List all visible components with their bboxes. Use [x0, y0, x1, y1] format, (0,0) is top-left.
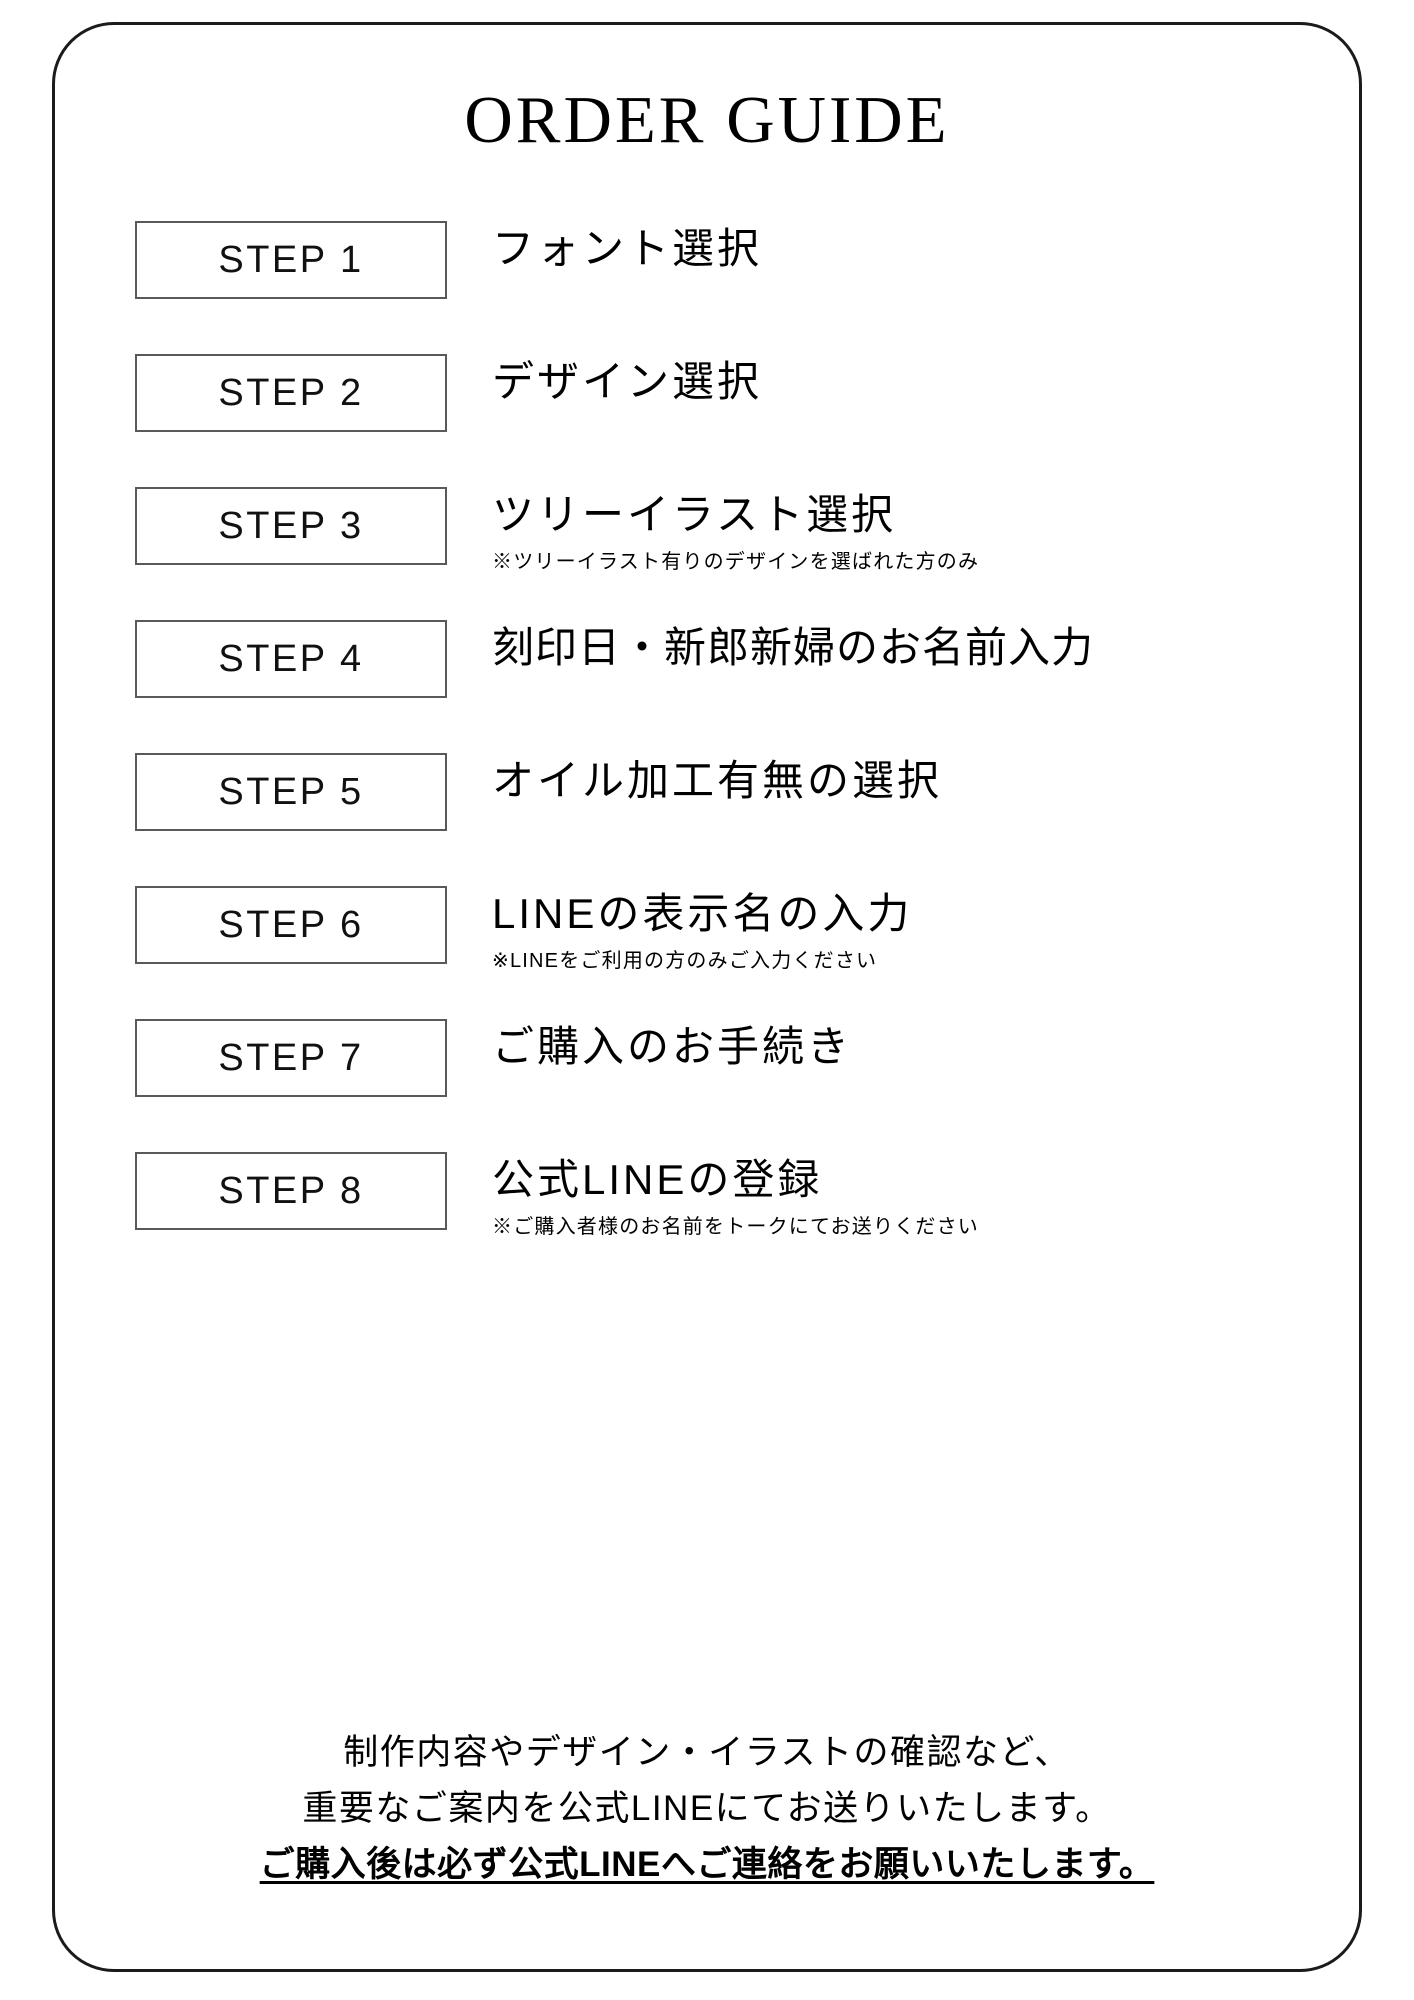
footer-line-3-emphasis: ご購入後は必ず公式LINEへご連絡をお願いいたします。 [259, 1845, 1155, 1884]
footer-notice: 制作内容やデザイン・イラストの確認など、 重要なご案内を公式LINEにてお送りい… [55, 1725, 1359, 1893]
step-badge-label-7: STEP 7 [218, 1036, 364, 1079]
step-label-6: LINEの表示名の入力 [492, 890, 913, 937]
step-row-5: STEP 5 オイル加工有無の選択 [55, 753, 1359, 886]
step-badge-box-7: STEP 7 [135, 1019, 447, 1097]
footer-line-1: 制作内容やデザイン・イラストの確認など、 [343, 1733, 1071, 1772]
step-badge-label-2: STEP 2 [218, 371, 364, 414]
step-text-5: オイル加工有無の選択 [492, 751, 1339, 811]
step-badge-label-6: STEP 6 [218, 903, 364, 946]
step-label-1: フォント選択 [492, 225, 763, 272]
step-label-3: ツリーイラスト選択 [492, 491, 897, 538]
step-badge-box-8: STEP 8 [135, 1152, 447, 1230]
footer-line-2: 重要なご案内を公式LINEにてお送りいたします。 [302, 1789, 1112, 1828]
step-label-8: 公式LINEの登録 [492, 1156, 823, 1203]
step-row-3: STEP 3 ツリーイラスト選択 ※ツリーイラスト有りのデザインを選ばれた方のみ [55, 487, 1359, 620]
step-row-1: STEP 1 フォント選択 [55, 221, 1359, 354]
step-text-6: LINEの表示名の入力 ※LINEをご利用の方のみご入力ください [492, 884, 1339, 976]
step-note-3: ※ツリーイラスト有りのデザインを選ばれた方のみ [492, 551, 980, 573]
step-badge-box-4: STEP 4 [135, 620, 447, 698]
step-badge-box-2: STEP 2 [135, 354, 447, 432]
step-label-7: ご購入のお手続き [492, 1023, 853, 1070]
step-text-4: 刻印日・新郎新婦のお名前入力 [492, 618, 1339, 678]
step-text-7: ご購入のお手続き [492, 1017, 1339, 1077]
step-badge-label-4: STEP 4 [218, 637, 364, 680]
step-note-6: ※LINEをご利用の方のみご入力ください [492, 950, 878, 972]
step-row-8: STEP 8 公式LINEの登録 ※ご購入者様のお名前をトークにてお送りください [55, 1152, 1359, 1285]
step-row-7: STEP 7 ご購入のお手続き [55, 1019, 1359, 1152]
step-text-8: 公式LINEの登録 ※ご購入者様のお名前をトークにてお送りください [492, 1150, 1339, 1242]
step-badge-label-8: STEP 8 [218, 1169, 364, 1212]
step-label-5: オイル加工有無の選択 [492, 757, 943, 804]
step-badge-box-6: STEP 6 [135, 886, 447, 964]
step-badge-label-1: STEP 1 [218, 238, 364, 281]
step-badge-box-3: STEP 3 [135, 487, 447, 565]
step-text-2: デザイン選択 [492, 352, 1339, 412]
step-row-6: STEP 6 LINEの表示名の入力 ※LINEをご利用の方のみご入力ください [55, 886, 1359, 1019]
steps-list: STEP 1 フォント選択 STEP 2 デザイン選択 STEP 3 ツリーイラ… [55, 221, 1359, 1285]
step-badge-label-3: STEP 3 [218, 504, 364, 547]
step-label-4: 刻印日・新郎新婦のお名前入力 [492, 624, 1095, 671]
order-guide-card: ORDER GUIDE STEP 1 フォント選択 STEP 2 デザイン選択 … [52, 22, 1362, 1972]
step-badge-box-1: STEP 1 [135, 221, 447, 299]
step-note-8: ※ご購入者様のお名前をトークにてお送りください [492, 1216, 979, 1238]
step-row-2: STEP 2 デザイン選択 [55, 354, 1359, 487]
step-text-3: ツリーイラスト選択 ※ツリーイラスト有りのデザインを選ばれた方のみ [492, 485, 1339, 577]
step-badge-box-5: STEP 5 [135, 753, 447, 831]
step-row-4: STEP 4 刻印日・新郎新婦のお名前入力 [55, 620, 1359, 753]
step-text-1: フォント選択 [492, 219, 1339, 279]
step-badge-label-5: STEP 5 [218, 770, 364, 813]
step-label-2: デザイン選択 [492, 358, 763, 405]
page-title: ORDER GUIDE [464, 83, 950, 157]
